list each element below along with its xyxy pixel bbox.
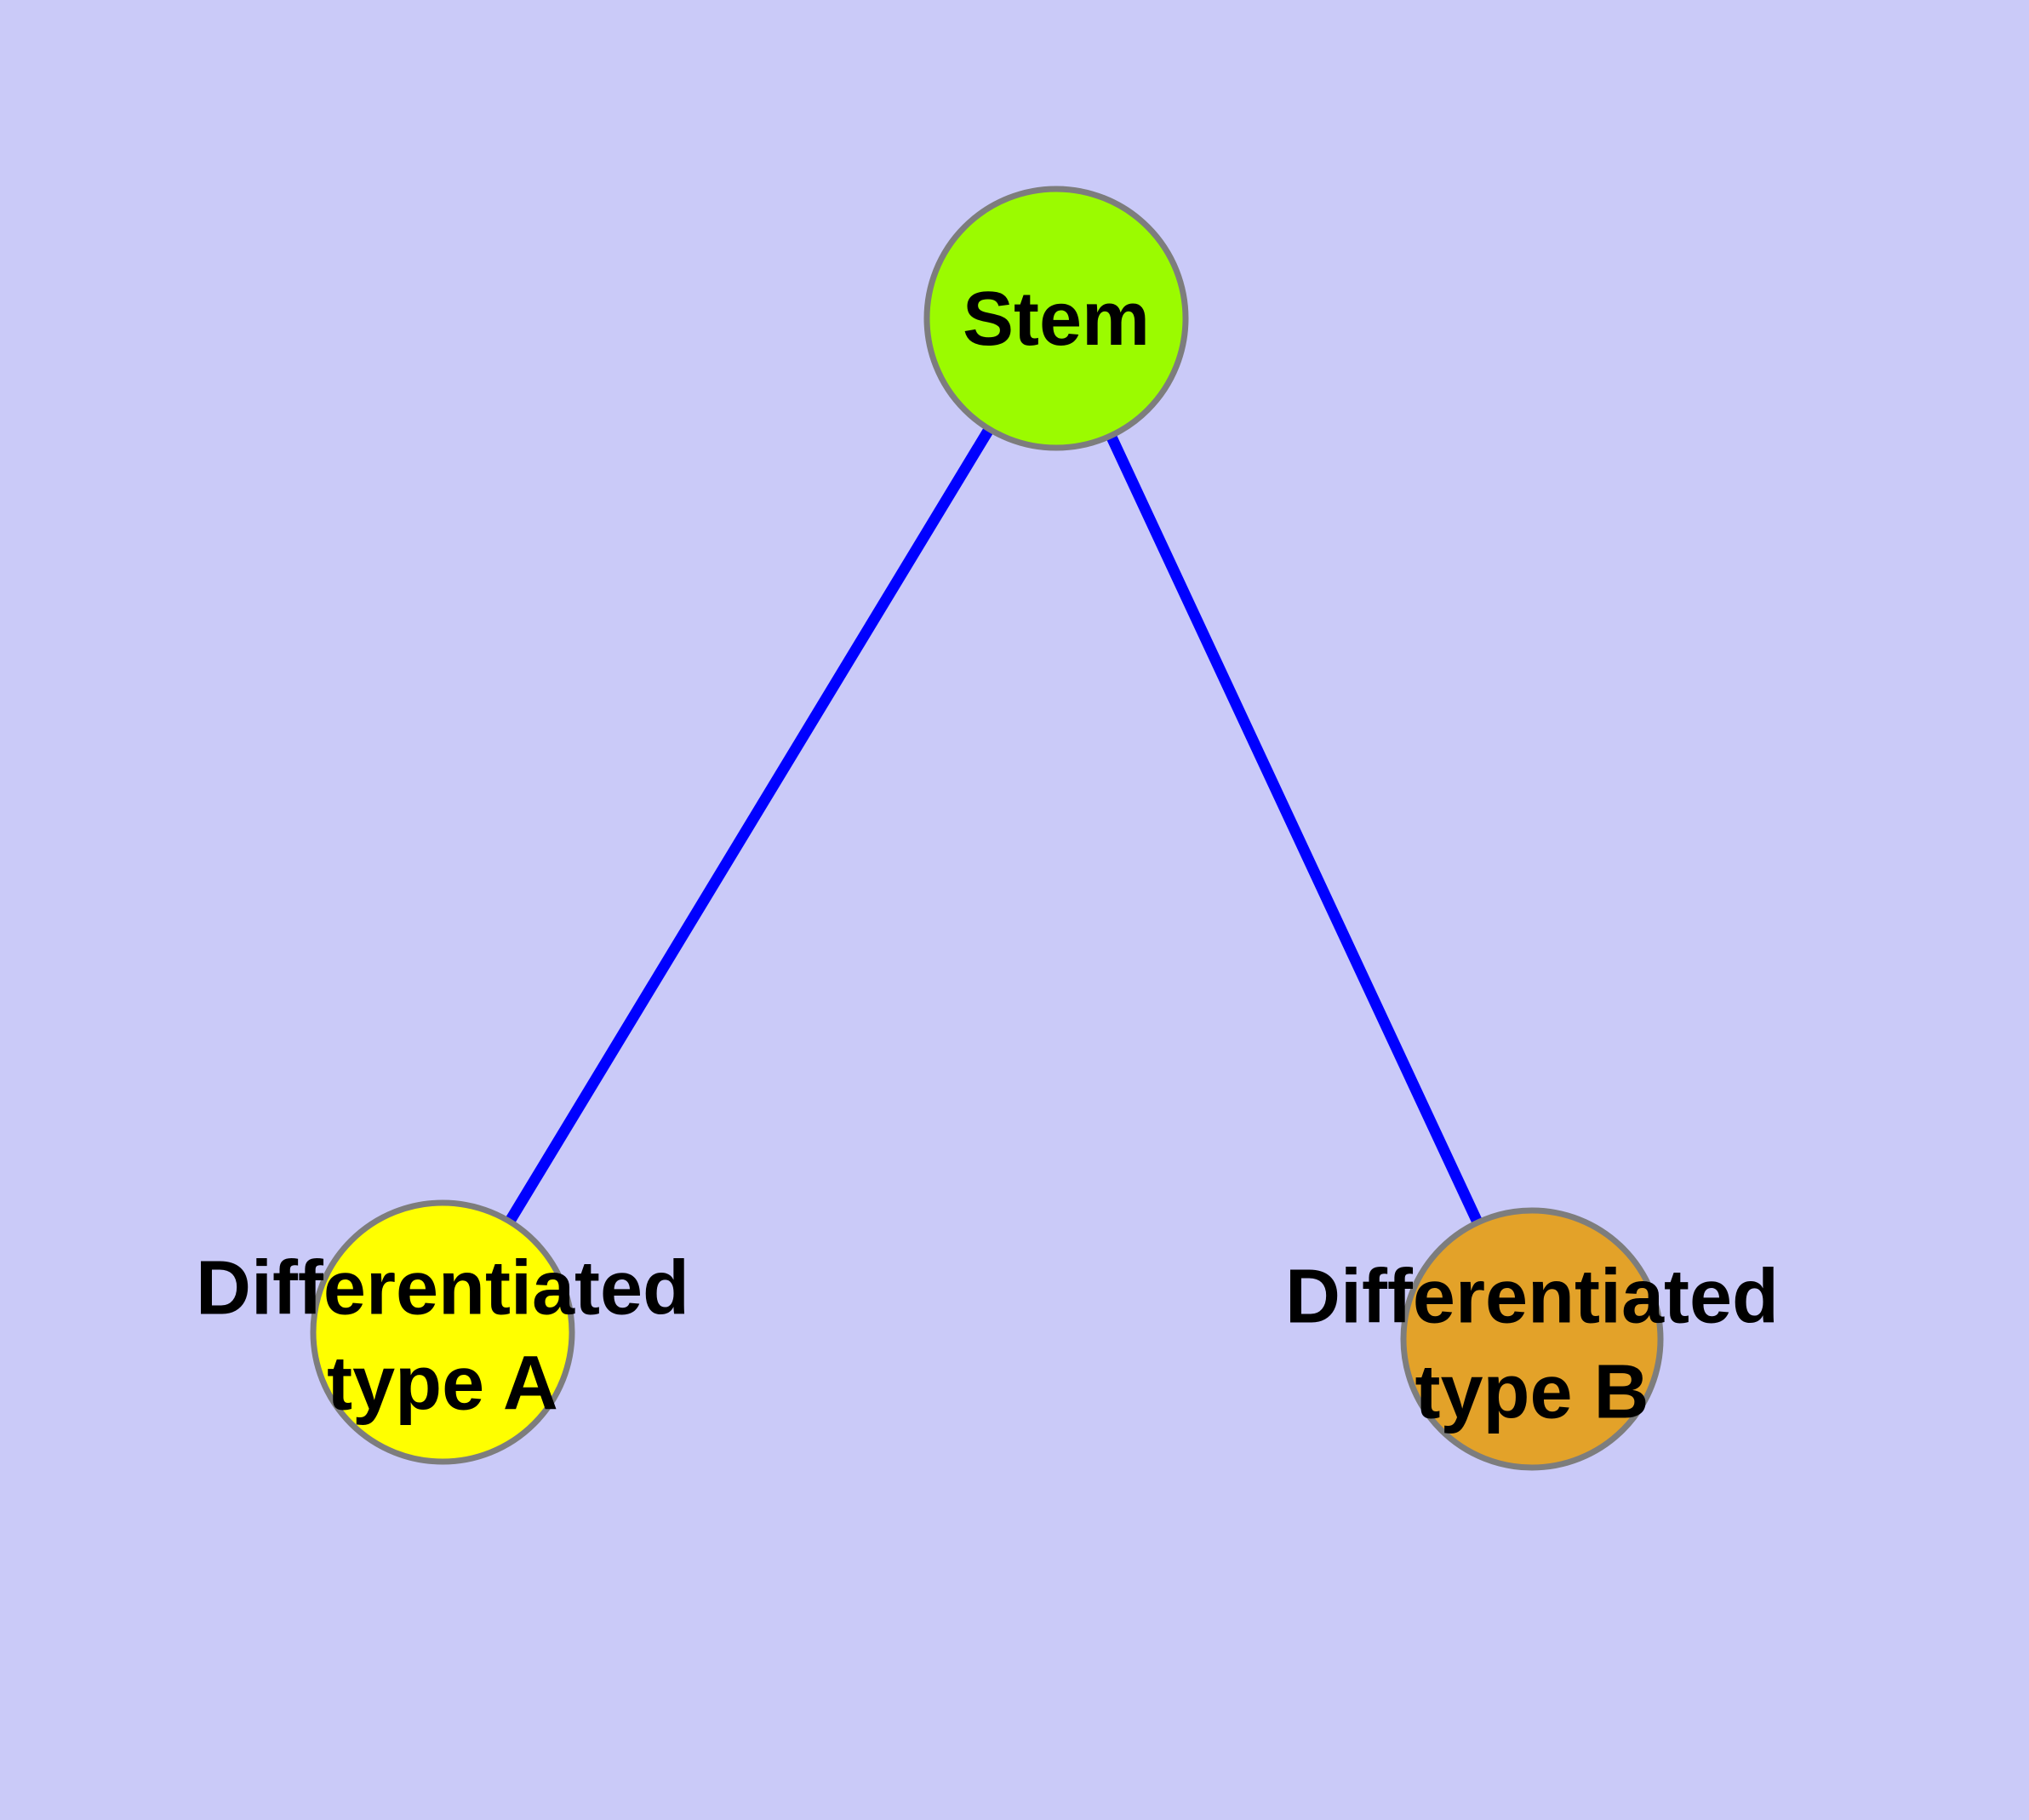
node-stem-circle [923,186,1189,451]
node-type-a-circle [310,1199,575,1465]
edge-stem-to-type-b [1051,316,1537,1342]
node-type-b-circle [1400,1207,1664,1471]
edge-stem-to-type-a [437,315,1061,1336]
